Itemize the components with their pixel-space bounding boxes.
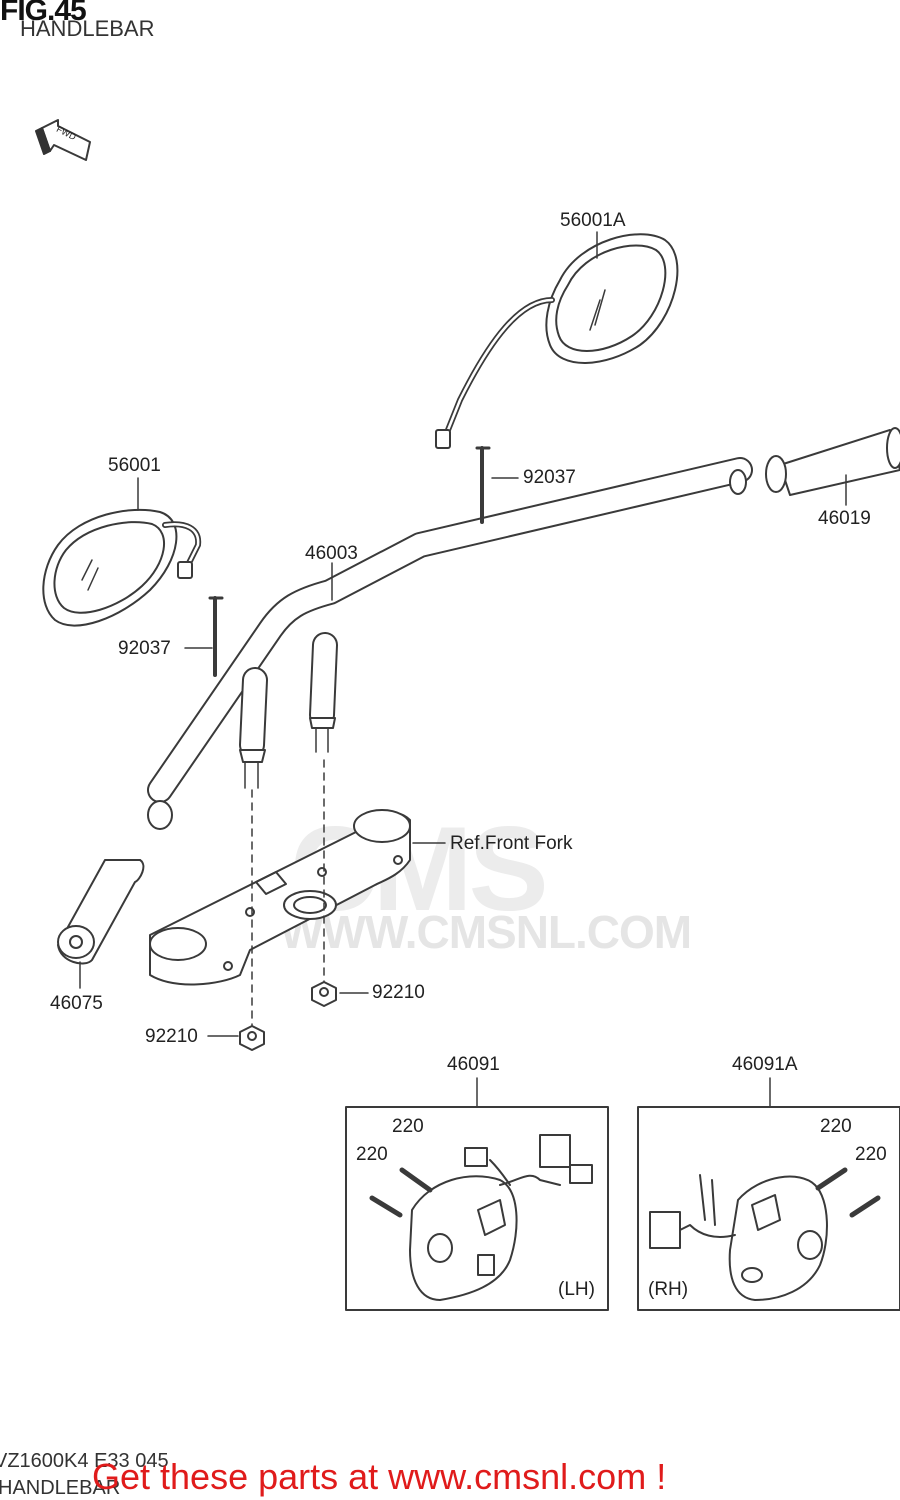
callout-46075: 46075 — [50, 993, 103, 1014]
screw-lh-2 — [369, 1195, 403, 1218]
grip-right — [765, 427, 900, 496]
promo-link[interactable]: Get these parts at www.cmsnl.com ! — [92, 1456, 667, 1497]
screw-rh-1 — [815, 1167, 848, 1191]
callout-46003: 46003 — [305, 543, 358, 564]
bolt-92037-left — [208, 596, 224, 677]
callout-92037-right: 92037 — [523, 467, 576, 488]
callout-92210-left: 92210 — [145, 1026, 198, 1047]
mirror-right — [435, 233, 679, 449]
switch-rh — [649, 1174, 828, 1301]
callout-220-rh-2: 220 — [855, 1144, 887, 1165]
callout-220-rh-1: 220 — [820, 1116, 852, 1137]
screw-rh-2 — [849, 1195, 881, 1218]
figure-title: FIG.45 — [0, 0, 87, 27]
diagram-code: VZ1600K4 E33 045 — [0, 1450, 169, 1472]
callout-92037-left: 92037 — [118, 638, 171, 659]
side-label-rh: (RH) — [648, 1279, 689, 1300]
callout-46091: 46091 — [447, 1054, 500, 1075]
callout-220-lh-1: 220 — [392, 1116, 424, 1137]
callout-46019: 46019 — [818, 508, 871, 529]
grip-left — [57, 859, 145, 965]
watermark-url: WWW.CMSNL.COM — [280, 906, 692, 958]
nut-92210-right — [311, 981, 337, 1007]
callout-92210-right: 92210 — [372, 982, 425, 1003]
handlebar — [147, 457, 753, 830]
callout-56001a: 56001A — [560, 210, 626, 231]
lh-switch-box — [345, 1106, 609, 1311]
nut-92210-left — [239, 1025, 265, 1051]
diagram-name: HANDLEBAR — [0, 1477, 121, 1499]
switch-lh — [409, 1134, 593, 1301]
callout-ref-front-fork: Ref.Front Fork — [450, 833, 573, 854]
side-label-lh: (LH) — [558, 1279, 595, 1300]
bolt-92037-right — [475, 446, 491, 524]
figure-subtitle: HANDLEBAR — [20, 16, 155, 41]
callout-220-lh-2: 220 — [356, 1144, 388, 1165]
mirror-left — [42, 508, 202, 627]
callout-56001: 56001 — [108, 455, 161, 476]
screw-lh-1 — [399, 1167, 433, 1193]
fork-clamp — [149, 809, 411, 986]
rh-switch-box — [637, 1106, 900, 1311]
callout-46091a: 46091A — [732, 1054, 798, 1075]
fwd-arrow-icon — [35, 119, 91, 161]
